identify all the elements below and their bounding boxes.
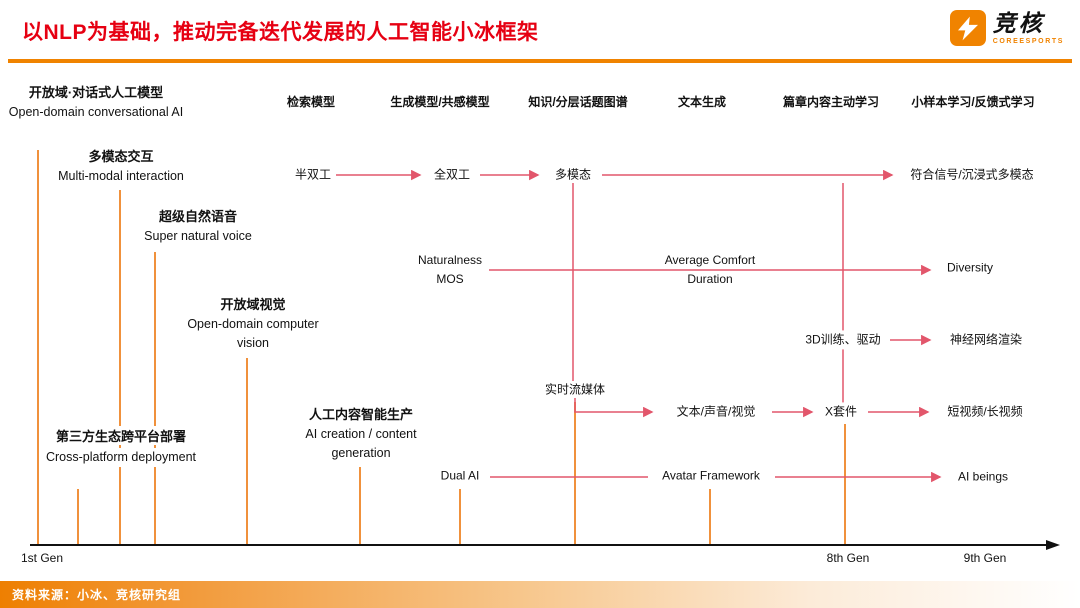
lightning-icon	[949, 10, 986, 46]
axis-label-9th-gen: 9th Gen	[963, 551, 1007, 565]
evolution-connectors	[336, 169, 942, 483]
node-full-duplex: 全双工	[433, 167, 471, 182]
logo-name-cn: 竞核	[992, 9, 1045, 36]
node-text-voice-vision: 文本/声音/视觉	[676, 404, 756, 419]
group-deployment-en: Cross-platform deployment	[42, 448, 200, 468]
node-average-comfort: Average Comfort Duration	[665, 251, 756, 289]
source-bar: 资料来源：小冰、竞核研究组	[0, 581, 1080, 608]
axis-label-1st-gen: 1st Gen	[20, 551, 64, 565]
column-header-textgen: 文本生成	[677, 95, 727, 109]
node-dual-ai: Dual AI	[440, 468, 480, 483]
node-naturalness-line1: Naturalness	[417, 252, 483, 267]
node-comfort-line1: Average Comfort	[664, 252, 756, 267]
group-creation-en: AI creation / content generation	[305, 427, 417, 461]
node-diversity: Diversity	[946, 260, 994, 275]
generation-axis	[30, 540, 1060, 550]
node-neural-rendering: 神经网络渲染	[949, 332, 1023, 347]
node-short-long-video: 短视频/长视频	[947, 404, 1023, 419]
group-conversational-cn: 开放域·对话式人工模型	[28, 85, 164, 100]
node-x-kit: X套件	[821, 402, 861, 422]
brand-logo: 竞核 COREESPORTS	[949, 9, 1064, 46]
page-title: 以NLP为基础，推动完备迭代发展的人工智能小冰框架	[22, 21, 539, 44]
group-multimodal-en: Multi-modal interaction	[58, 169, 184, 183]
node-immersive-multimodal: 符合信号/沉浸式多模态	[910, 167, 1034, 182]
node-naturalness-mos: Naturalness MOS	[418, 251, 482, 289]
group-creation-cn: 人工内容智能生产	[308, 407, 414, 422]
node-naturalness-line2: MOS	[436, 272, 464, 286]
column-header-generative: 生成模型/共感模型	[390, 95, 490, 109]
source-text: 资料来源：小冰、竞核研究组	[12, 588, 182, 602]
milestone-lines	[37, 150, 846, 545]
node-3d-training: 3D训练、驱动	[802, 330, 884, 350]
node-realtime-streaming: 实时流媒体	[544, 382, 606, 397]
column-header-retrieval: 检索模型	[286, 95, 336, 109]
column-header-active-learning: 篇章内容主动学习	[782, 95, 880, 109]
axis-label-8th-gen: 8th Gen	[826, 551, 870, 565]
group-deployment-cn: 第三方生态跨平台部署	[52, 426, 190, 445]
logo-name-en: COREESPORTS	[992, 37, 1064, 45]
column-header-fewshot: 小样本学习/反馈式学习	[911, 95, 1035, 109]
group-conversational-en: Open-domain conversational AI	[8, 105, 184, 119]
group-voice-en: Super natural voice	[144, 229, 252, 243]
node-half-duplex: 半双工	[294, 167, 332, 182]
group-voice-cn: 超级自然语音	[158, 209, 238, 224]
group-vision-en: Open-domain computer vision	[187, 317, 319, 351]
column-header-knowledge: 知识/分层话题图谱	[528, 95, 628, 109]
group-vision-cn: 开放域视觉	[220, 297, 286, 312]
node-comfort-line2: Duration	[687, 272, 733, 286]
node-avatar-framework: Avatar Framework	[662, 468, 760, 483]
node-multi-modal: 多模态	[554, 167, 592, 182]
node-ai-beings: AI beings	[957, 469, 1009, 484]
title-underline	[8, 59, 1072, 63]
group-multimodal-cn: 多模态交互	[88, 149, 154, 164]
